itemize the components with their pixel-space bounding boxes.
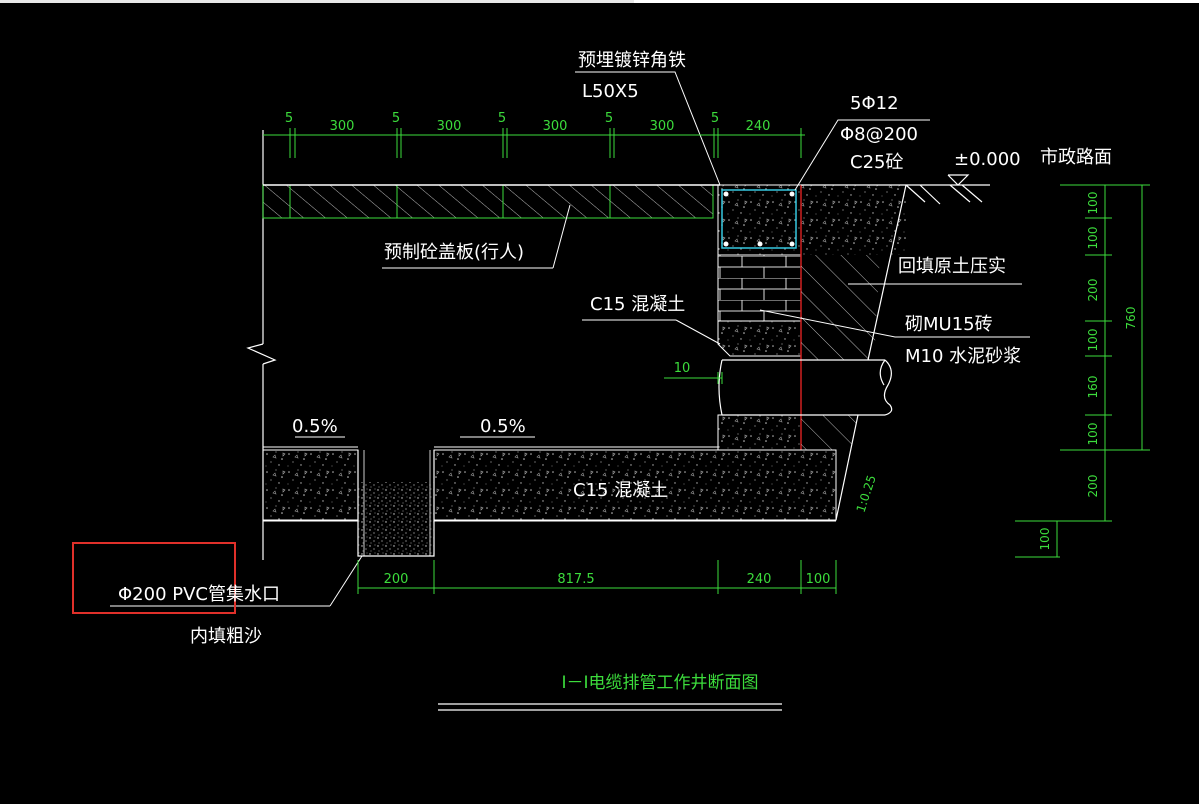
label-slope-left: 0.5% bbox=[292, 416, 338, 437]
dim-right-6: 100 bbox=[1086, 423, 1100, 446]
dim-bottom-1: 200 bbox=[384, 572, 409, 587]
cable-pipe bbox=[718, 359, 893, 416]
label-c15-upper: C15 混凝土 bbox=[590, 294, 685, 315]
label-elevation: ±0.000 bbox=[954, 149, 1021, 170]
dim-gap: 10 bbox=[674, 361, 691, 376]
label-cover-plate: 预制砼盖板(行人) bbox=[384, 242, 524, 263]
dim-top-1: 5 bbox=[285, 111, 293, 126]
label-coarse-sand: 内填粗沙 bbox=[190, 626, 262, 647]
dimension-lines bbox=[263, 128, 1150, 594]
window-top-edge bbox=[0, 0, 1199, 3]
dim-top-4: 300 bbox=[437, 119, 462, 134]
label-road: 市政路面 bbox=[1040, 147, 1112, 168]
drawing-title: I－I电缆排管工作井断面图 bbox=[561, 673, 758, 693]
dim-right-3: 200 bbox=[1086, 279, 1100, 302]
cover-plates bbox=[262, 184, 720, 219]
dim-right-2: 100 bbox=[1086, 227, 1100, 250]
rebar-cage bbox=[721, 189, 797, 249]
base-slab bbox=[262, 446, 837, 557]
dim-bottom-3: 240 bbox=[747, 572, 772, 587]
label-rebar-stirrup: Φ8@200 bbox=[840, 124, 918, 145]
leader-lines bbox=[110, 71, 1030, 607]
label-beam-concrete: C25砼 bbox=[850, 152, 903, 173]
dim-top-6: 300 bbox=[543, 119, 568, 134]
dim-right-extra: 100 bbox=[1038, 528, 1052, 551]
sand-sump bbox=[358, 482, 434, 556]
dim-bottom-4: 100 bbox=[806, 572, 831, 587]
label-brick: 砌MU15砖 bbox=[905, 314, 993, 335]
label-pvc-inlet: Φ200 PVC管集水口 bbox=[118, 584, 280, 605]
dim-right-4: 100 bbox=[1086, 329, 1100, 352]
dim-top-3: 5 bbox=[392, 111, 400, 126]
dim-bottom-2: 817.5 bbox=[557, 572, 594, 587]
label-rebar-main: 5Φ12 bbox=[850, 93, 899, 114]
dim-right-total: 760 bbox=[1124, 307, 1138, 330]
dim-top-2: 300 bbox=[330, 119, 355, 134]
dim-right-7: 200 bbox=[1086, 475, 1100, 498]
dim-right-5: 160 bbox=[1086, 376, 1100, 399]
dim-top-8: 300 bbox=[650, 119, 675, 134]
backfill-earth bbox=[801, 184, 907, 521]
dim-top-9: 5 bbox=[711, 111, 719, 126]
dim-right-1: 100 bbox=[1086, 192, 1100, 215]
label-batter: 1:0.25 bbox=[854, 473, 879, 514]
label-backfill: 回填原土压实 bbox=[898, 256, 1006, 277]
label-slope-right: 0.5% bbox=[480, 416, 526, 437]
dim-top-10: 240 bbox=[746, 119, 771, 134]
highlight-box bbox=[72, 542, 236, 614]
label-angle-iron-spec: L50X5 bbox=[582, 81, 639, 102]
label-c15-base: C15 混凝土 bbox=[573, 480, 668, 501]
wall-section bbox=[717, 184, 906, 451]
dim-top-7: 5 bbox=[605, 111, 613, 126]
dim-top-5: 5 bbox=[498, 111, 506, 126]
brick-wall bbox=[717, 254, 802, 322]
label-mortar: M10 水泥砂浆 bbox=[905, 346, 1021, 367]
road-surface bbox=[801, 174, 990, 205]
label-angle-iron: 预埋镀锌角铁 bbox=[578, 50, 686, 71]
